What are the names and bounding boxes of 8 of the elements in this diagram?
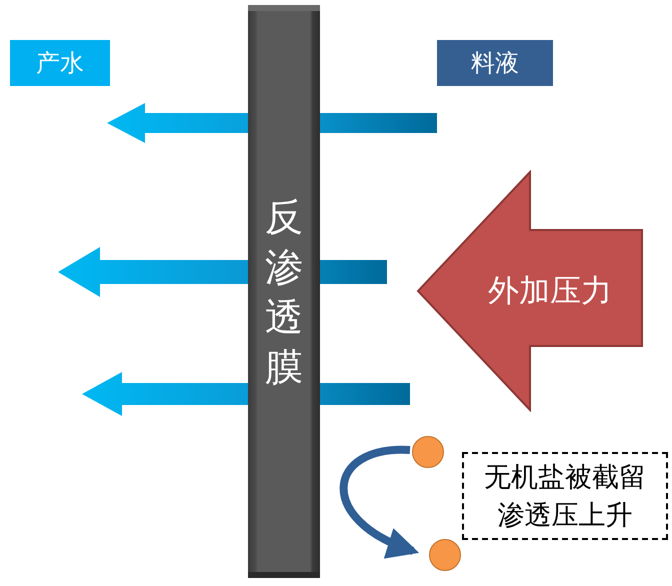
label-box: 产水 — [10, 40, 110, 86]
label-box: 料液 — [437, 40, 553, 86]
salt-particle — [412, 436, 444, 468]
salt-particle — [429, 539, 461, 571]
note-box: 无机盐被截留渗透压上升 — [462, 452, 668, 540]
pressure-arrow: 外加压力 — [416, 170, 644, 412]
membrane-bar: 反渗透膜 — [248, 5, 320, 578]
curved-arrow — [340, 446, 419, 557]
